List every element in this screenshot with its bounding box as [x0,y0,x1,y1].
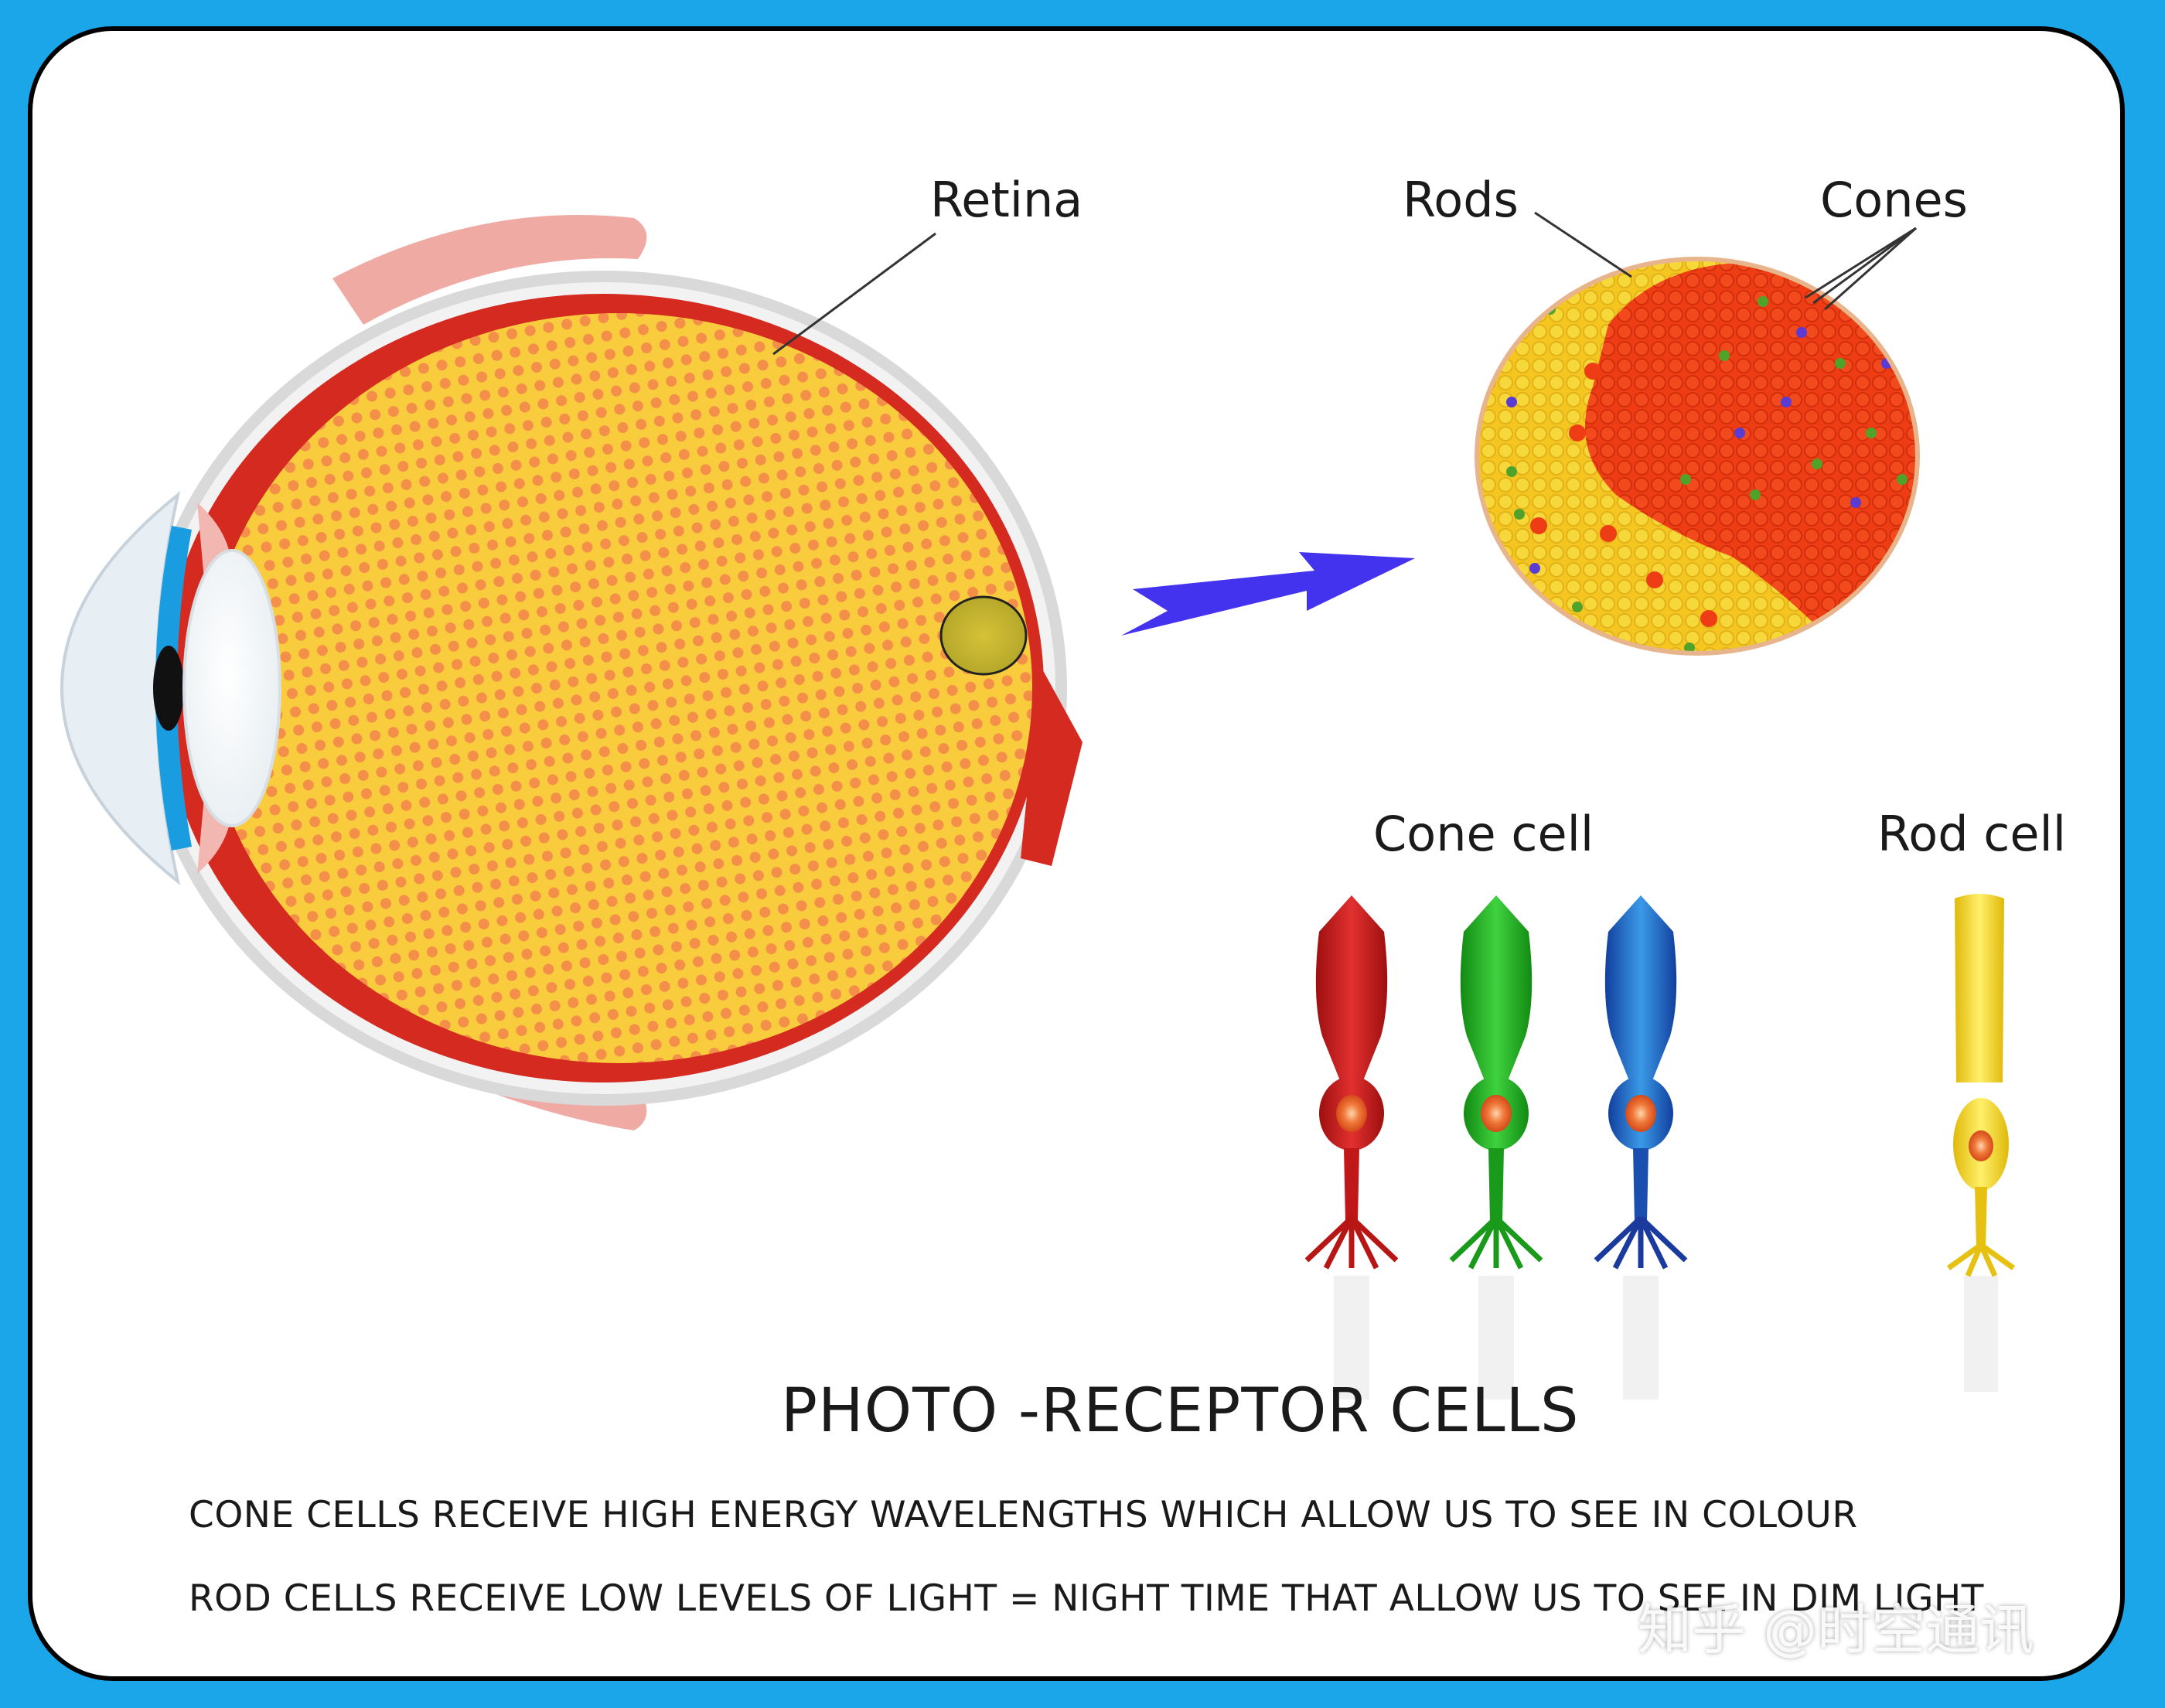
lens [182,549,281,827]
macula-region [939,595,1028,676]
caption-cone-cells: CONE CELLS RECEIVE HIGH ENERGY WAVELENGT… [189,1494,1858,1536]
cones-leader-line-1 [1805,227,1917,299]
cones-label: Cones [1820,172,1968,228]
cone-cell-green [1449,895,1543,1270]
rod-cell-label: Rod cell [1877,806,2066,862]
retina-leader-line [772,232,936,356]
rods-leader-line [1534,211,1632,278]
retina-detail-circle [1475,211,1920,656]
arrow-shape [1121,552,1415,636]
optic-nerve [1021,665,1082,866]
eye-cross-section [60,215,1082,1130]
cone-cell-label: Cone cell [1373,806,1594,862]
cone-cell-blue [1594,895,1688,1270]
pupil [153,646,184,731]
cone-rich-region [1585,262,1915,634]
diagram-title: PHOTO -RECEPTOR CELLS [781,1376,1580,1446]
caption-rod-cells: ROD CELLS RECEIVE LOW LEVELS OF LIGHT = … [189,1577,1984,1620]
cell-reflections [1334,1276,1998,1399]
watermark: 知乎 @时空通讯 [1638,1598,2034,1662]
cones-leader-line-3 [1824,227,1917,311]
rods-label: Rods [1403,172,1519,228]
cones-leader-line-2 [1812,227,1917,305]
cone-cell-red [1304,895,1399,1270]
rod-cell-yellow [1946,894,2016,1277]
upper-eye-muscle [332,215,647,325]
retina-label: Retina [930,172,1083,228]
retina-surface [205,313,1032,1063]
